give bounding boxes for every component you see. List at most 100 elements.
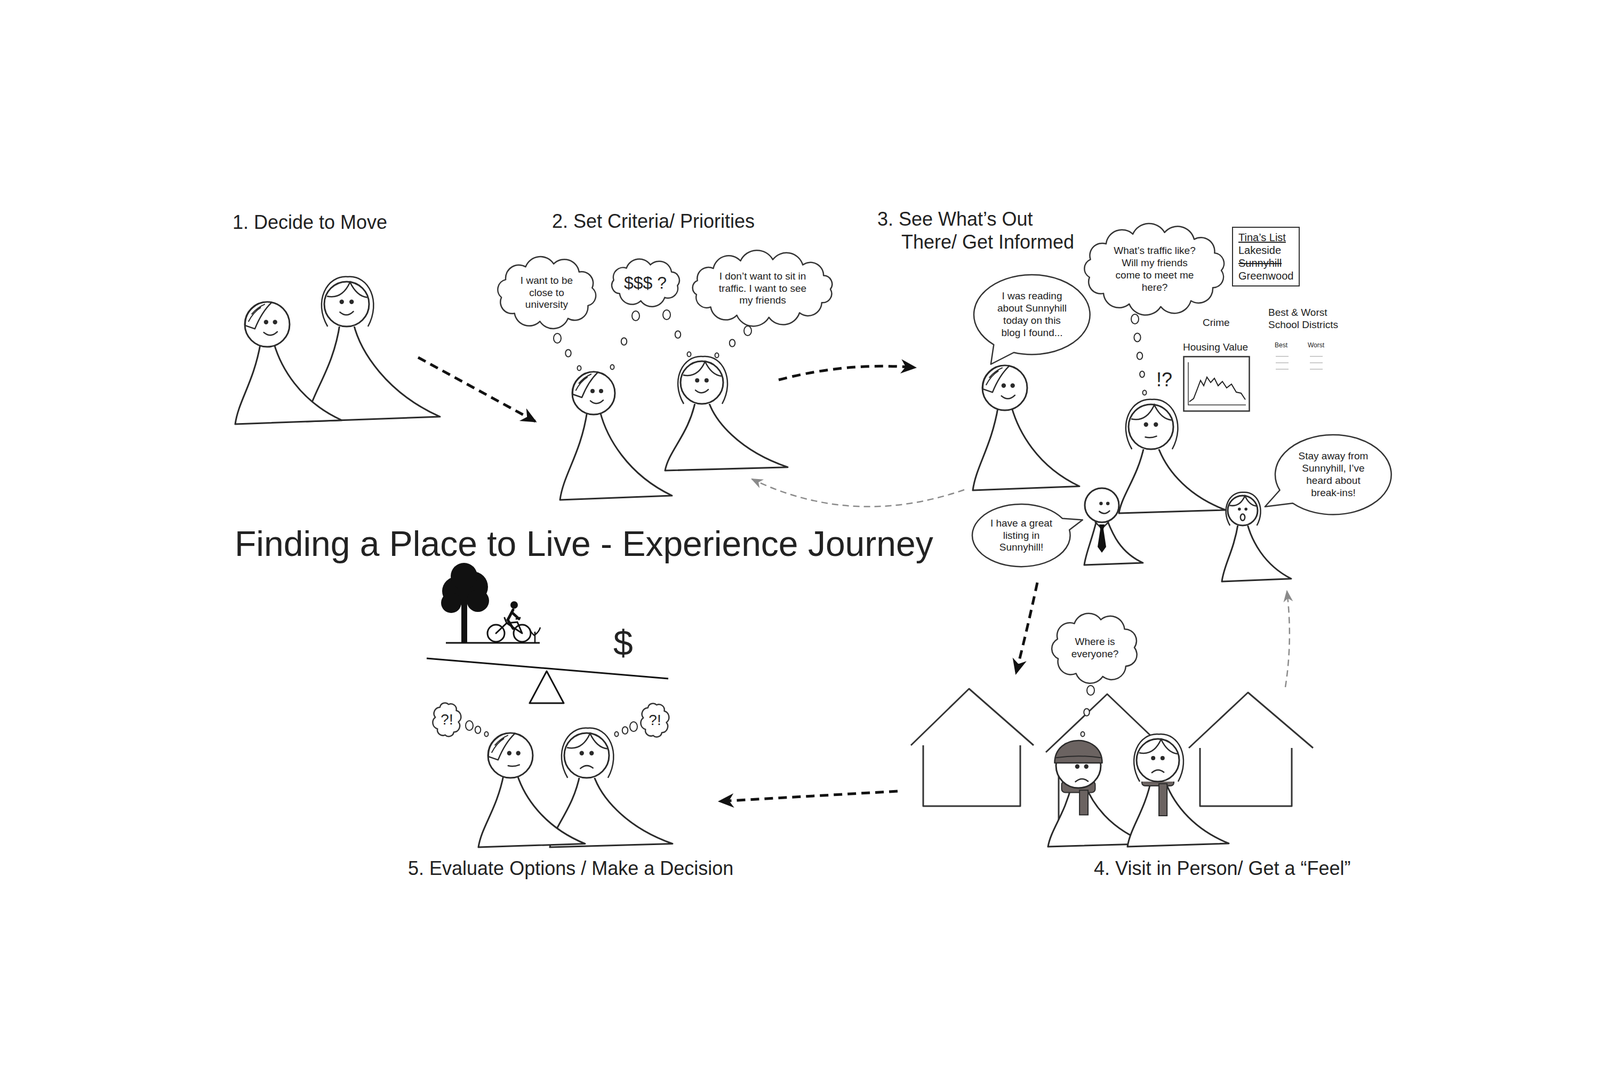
thought-bubble: $$$ ? <box>604 256 687 310</box>
bubble-text-block: I was reading about Sunnyhill today on t… <box>994 290 1070 339</box>
thought-dot <box>675 330 682 339</box>
thought-bubble: What’s traffic like? Will my friends com… <box>1079 223 1230 316</box>
loop-back-arrow <box>1285 590 1290 687</box>
bubble-text-block: ?! <box>648 712 661 729</box>
eye <box>1075 763 1080 768</box>
cloud-shape <box>641 703 670 738</box>
mouth <box>1152 769 1164 773</box>
head <box>488 732 533 778</box>
person-figure <box>560 371 672 500</box>
mouth <box>590 400 604 404</box>
eye <box>579 750 584 756</box>
thought-dot <box>629 721 638 732</box>
mouth <box>339 311 354 315</box>
person-figure <box>549 728 673 847</box>
mouth <box>695 389 709 393</box>
chart-label: Crime <box>1202 316 1230 330</box>
necktie <box>1097 524 1107 553</box>
people <box>235 276 1292 847</box>
currency-symbol: $ <box>613 621 634 664</box>
head <box>982 365 1028 411</box>
speech-bubble: Stay away from Sunnyhill, I’ve heard abo… <box>1273 433 1394 516</box>
house-wall <box>1200 747 1292 806</box>
tree-crown <box>441 592 462 613</box>
bubble-text: Where is everyone? <box>1068 635 1122 661</box>
loop-back-arrow <box>752 478 965 507</box>
thought-dot <box>565 349 572 357</box>
head <box>680 361 724 404</box>
exclamation-mark: !? <box>1156 368 1173 391</box>
bicycle <box>487 609 531 642</box>
house-roof <box>1188 692 1314 748</box>
thought-dot <box>715 352 719 358</box>
bubble-text-block: I have a great listing in Sunnyhill! <box>989 517 1053 554</box>
fringe-strands <box>986 367 1003 386</box>
mouth <box>1240 513 1245 520</box>
line-chart <box>1182 355 1251 412</box>
cyclist-head <box>510 601 518 609</box>
head <box>1227 495 1258 526</box>
thought-dot <box>475 725 482 734</box>
thought-dot <box>465 720 474 731</box>
mouth <box>508 764 520 767</box>
thought-dot <box>1131 314 1139 324</box>
bangs <box>1131 404 1172 421</box>
table-dash <box>1309 368 1323 370</box>
bubble-text-block: $$$ ? <box>624 272 667 293</box>
eye <box>349 299 354 304</box>
mouth <box>1075 778 1089 782</box>
fringe-strands <box>248 304 266 322</box>
speech-shape <box>973 274 1091 365</box>
step-label: 3. See What’s Out There/ Get Informed <box>877 207 1083 254</box>
chart-line <box>1189 377 1246 402</box>
eye <box>1084 763 1089 768</box>
table-dash <box>1275 362 1289 364</box>
thought-dot <box>621 337 628 346</box>
speech-bubble: I was reading about Sunnyhill today on t… <box>972 273 1092 356</box>
thought-dot <box>1133 333 1141 342</box>
thought-dot <box>687 351 692 357</box>
person-figure <box>306 276 440 422</box>
eye <box>339 299 344 304</box>
thought-dot <box>610 364 615 370</box>
eye <box>589 750 594 756</box>
thought-bubble: I don’t want to sit in traffic. I want t… <box>686 250 839 326</box>
flow-arrow <box>719 790 898 802</box>
person-figure <box>972 365 1080 491</box>
scale-fulcrum <box>529 670 564 703</box>
thought-dot <box>484 731 489 736</box>
fringe <box>572 371 598 398</box>
hair <box>1133 733 1184 782</box>
hat-brim <box>1056 755 1101 758</box>
hair <box>677 356 728 404</box>
thought-dot <box>622 726 629 734</box>
scarf-end <box>1079 789 1088 815</box>
thought-dot <box>1139 371 1145 378</box>
step-label: 5. Evaluate Options / Make a Decision <box>408 856 734 880</box>
thought-dot <box>614 731 619 736</box>
eye <box>264 320 269 325</box>
figure-body <box>1127 778 1229 847</box>
figure-body <box>235 343 342 424</box>
bubble-text-block: What’s traffic like? Will my friends com… <box>1108 244 1202 294</box>
bangs <box>683 361 722 376</box>
person-figure <box>1118 399 1226 514</box>
mouth <box>264 331 278 335</box>
bubble-text: I have a great listing in Sunnyhill! <box>989 517 1053 554</box>
thought-dot <box>1081 731 1085 736</box>
step-label: 1. Decide to Move <box>232 210 388 234</box>
fringe <box>488 732 516 760</box>
table-dash <box>1309 355 1323 357</box>
bubble-text-block: I don’t want to sit in traffic. I want t… <box>715 270 811 307</box>
cloud-shape <box>1051 613 1138 684</box>
mouth <box>1001 395 1015 399</box>
hair <box>1125 399 1179 450</box>
balance-scale <box>426 658 669 703</box>
thought-dot <box>1137 352 1143 360</box>
thought-dot <box>577 365 582 371</box>
eye <box>598 388 604 394</box>
house-roof <box>910 688 1034 746</box>
speech-shape <box>1265 434 1392 515</box>
thought-trails <box>465 309 1147 737</box>
